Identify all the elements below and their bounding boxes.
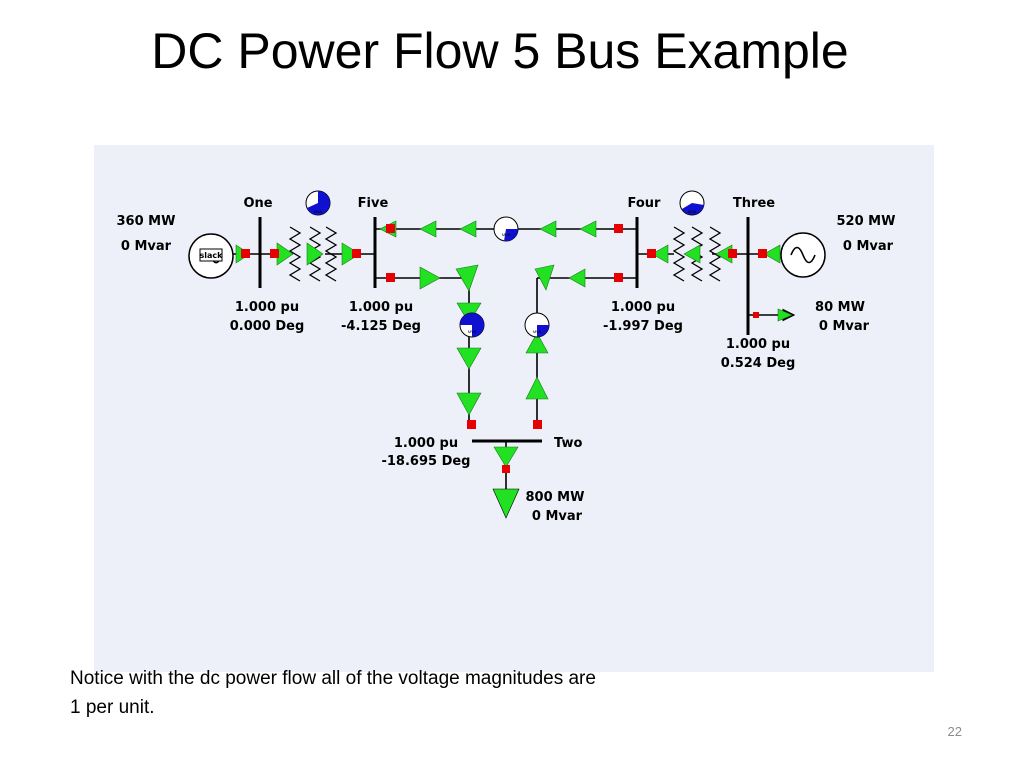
svg-text:MVA: MVA — [314, 209, 323, 214]
breaker — [533, 420, 542, 429]
bus-one-name: One — [243, 196, 272, 211]
slack-tag — [199, 248, 223, 262]
load-three-mw: 80 MW — [815, 300, 865, 315]
load-two-arrow — [492, 488, 520, 519]
bus-four-angle: -1.997 Deg — [603, 319, 683, 334]
notice-line-1: Notice with the dc power flow all of the… — [70, 668, 596, 689]
breaker — [614, 273, 623, 282]
load-two-mvar: 0 Mvar — [532, 509, 583, 524]
bus-two-angle: -18.695 Deg — [381, 454, 470, 469]
page-number: 22 — [947, 724, 962, 739]
breaker — [502, 465, 510, 473]
diagram-svg: slack — [117, 190, 896, 524]
bus-three-name: Three — [733, 196, 775, 211]
breaker — [270, 249, 279, 258]
bus-four-name: Four — [628, 196, 662, 211]
notice-text: Notice with the dc power flow all of the… — [70, 664, 770, 722]
gen-one-mw: 360 MW — [117, 214, 176, 229]
slack-label: slack — [200, 251, 224, 260]
bus-three-angle: 0.524 Deg — [721, 356, 796, 371]
load-two-mw: 800 MW — [526, 490, 585, 505]
breaker — [386, 273, 395, 282]
bus-one-voltage: 1.000 pu — [235, 300, 299, 315]
bus-two-voltage: 1.000 pu — [394, 436, 458, 451]
mva-pie-five-two[interactable]: MVA — [459, 312, 485, 338]
bus-five-voltage: 1.000 pu — [349, 300, 413, 315]
breaker — [352, 249, 361, 258]
gen-three-mw: 520 MW — [837, 214, 896, 229]
breaker — [614, 224, 623, 233]
gen-one-mvar: 0 Mvar — [121, 239, 172, 254]
breaker — [753, 312, 759, 318]
bus-three-voltage: 1.000 pu — [726, 337, 790, 352]
bus-four-voltage: 1.000 pu — [611, 300, 675, 315]
mva-pie-four-two[interactable]: MVA — [524, 312, 550, 338]
bus-five-angle: -4.125 Deg — [341, 319, 421, 334]
flow-arrows — [235, 220, 793, 468]
bus-one-angle: 0.000 Deg — [230, 319, 305, 334]
breaker — [241, 249, 250, 258]
svg-text:MVA: MVA — [502, 232, 511, 237]
breaker — [728, 249, 737, 258]
svg-text:MVA: MVA — [688, 209, 697, 214]
breakers[interactable] — [241, 224, 767, 473]
breaker — [758, 249, 767, 258]
mva-pie-five-four[interactable]: MVA — [493, 216, 519, 242]
gen-three-mvar: 0 Mvar — [843, 239, 894, 254]
breaker — [647, 249, 656, 258]
breaker — [386, 224, 395, 233]
generator-three[interactable] — [780, 232, 826, 278]
notice-line-2: 1 per unit. — [70, 697, 155, 718]
mva-pie-one-five[interactable]: MVA — [305, 190, 331, 216]
mva-pie-four-three[interactable]: MVA — [679, 190, 705, 216]
svg-text:MVA: MVA — [533, 329, 542, 334]
bus-five-name: Five — [358, 196, 389, 211]
one-line-diagram: slack — [94, 145, 934, 672]
svg-text:MVA: MVA — [468, 329, 477, 334]
bus-bars — [258, 217, 750, 443]
bus-two-name: Two — [554, 436, 582, 451]
generator-one[interactable]: slack — [188, 233, 234, 279]
load-three-mvar: 0 Mvar — [819, 319, 870, 334]
breaker — [467, 420, 476, 429]
slide-title: DC Power Flow 5 Bus Example — [151, 23, 849, 79]
